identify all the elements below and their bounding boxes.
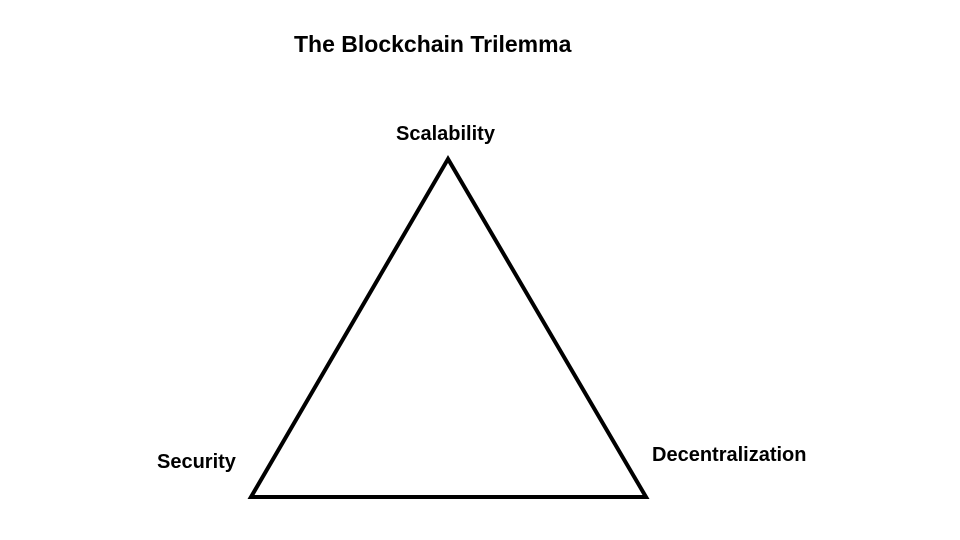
vertex-label-scalability: Scalability: [396, 123, 495, 145]
diagram-title: The Blockchain Trilemma: [294, 31, 572, 57]
trilemma-triangle: [247, 155, 650, 499]
vertex-label-decentralization: Decentralization: [652, 444, 807, 466]
vertex-label-security: Security: [157, 451, 236, 473]
